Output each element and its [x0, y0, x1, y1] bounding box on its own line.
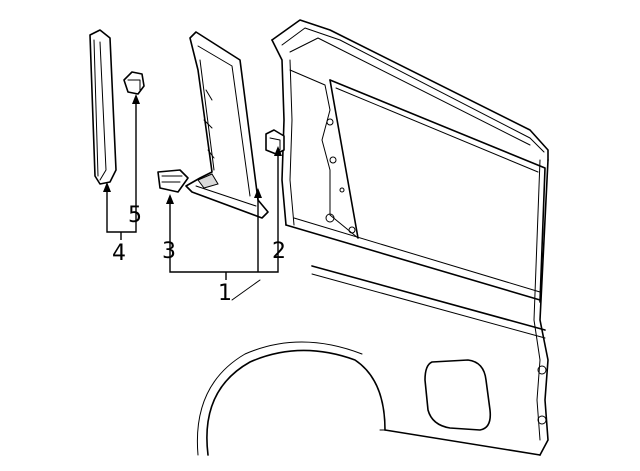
callout-1: 1	[218, 281, 232, 306]
part-2-clip	[265, 129, 285, 155]
part-3-garnish	[157, 169, 189, 193]
part-5-clip	[123, 71, 145, 95]
leader-lines	[103, 94, 282, 280]
callout-3: 3	[162, 239, 176, 264]
vehicle-body-panel	[196, 19, 549, 456]
callout-4: 4	[112, 241, 126, 266]
callout-5: 5	[128, 203, 142, 228]
callout-2: 2	[272, 239, 286, 264]
part-4-moulding	[89, 29, 117, 185]
part-1-pillar-trim	[185, 31, 269, 219]
